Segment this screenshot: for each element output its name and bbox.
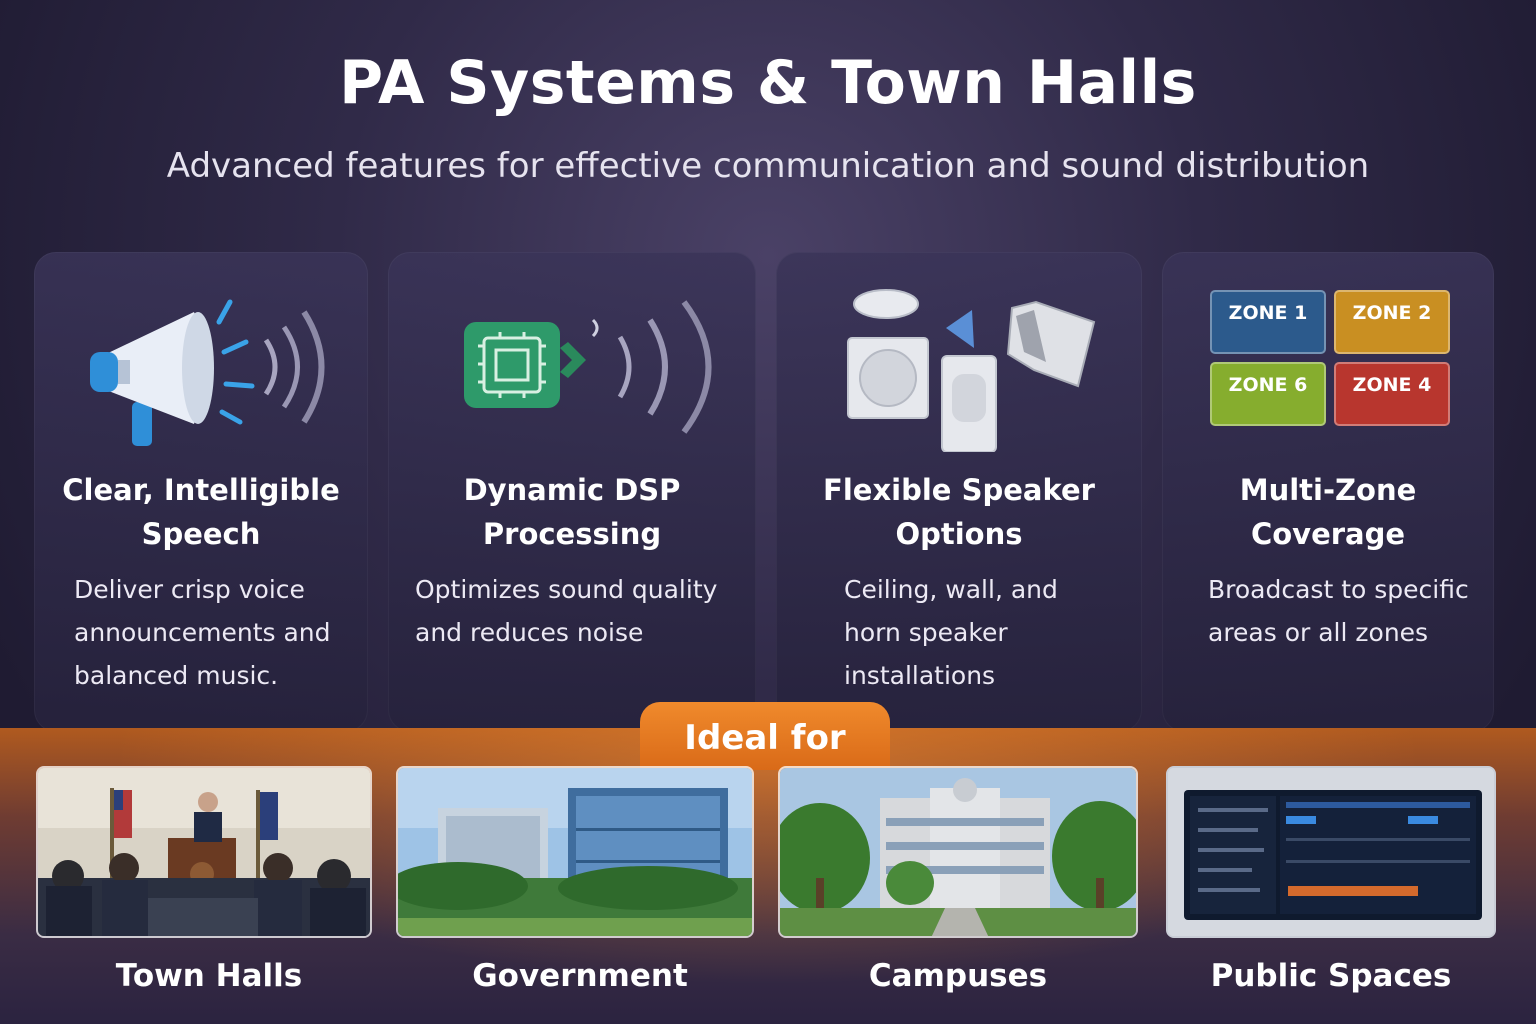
zone-tile: ZONE 2 <box>1334 290 1450 354</box>
venue-label-campuses: Campuses <box>868 958 1048 994</box>
venue-label-town-halls: Town Halls <box>115 958 303 994</box>
feature-title: Clear, Intelligible Speech <box>62 473 340 551</box>
zone-tile: ZONE 4 <box>1334 362 1450 426</box>
venue-label-government: Government <box>472 958 688 994</box>
feature-card-speech: Clear, Intelligible Speech Deliver crisp… <box>34 252 368 732</box>
town-hall-photo <box>36 766 372 938</box>
speakers-icon <box>776 282 1142 453</box>
campus-photo <box>778 766 1138 938</box>
feature-description: Ceiling, wall, and horn speaker installa… <box>844 575 1058 690</box>
public-spaces-control-panel <box>1166 766 1496 938</box>
feature-description: Deliver crisp voice announcements and ba… <box>74 575 331 690</box>
zones-icon: ZONE 1 ZONE 2 ZONE 6 ZONE 4 <box>1162 282 1494 452</box>
feature-description: Broadcast to specific areas or all zones <box>1208 575 1469 647</box>
zone-tile: ZONE 6 <box>1210 362 1326 426</box>
megaphone-icon <box>34 282 368 452</box>
feature-card-dsp: Dynamic DSP Processing Optimizes sound q… <box>388 252 756 732</box>
dsp-chip-icon <box>388 282 756 452</box>
zone-tile: ZONE 1 <box>1210 290 1326 354</box>
page-title: PA Systems & Town Halls <box>339 48 1197 118</box>
feature-title: Multi-Zone Coverage <box>1239 473 1417 551</box>
venue-label-public-spaces: Public Spaces <box>1210 958 1452 994</box>
page-subtitle: Advanced features for effective communic… <box>166 146 1370 186</box>
feature-title: Flexible Speaker Options <box>823 473 1095 551</box>
feature-description: Optimizes sound quality and reduces nois… <box>415 575 718 647</box>
ideal-for-tab: Ideal for <box>640 702 890 770</box>
government-photo <box>396 766 754 938</box>
feature-card-speakers: Flexible Speaker Options Ceiling, wall, … <box>776 252 1142 732</box>
feature-card-zones: ZONE 1 ZONE 2 ZONE 6 ZONE 4 Multi-Zone C… <box>1162 252 1494 732</box>
feature-title: Dynamic DSP Processing <box>463 473 681 551</box>
